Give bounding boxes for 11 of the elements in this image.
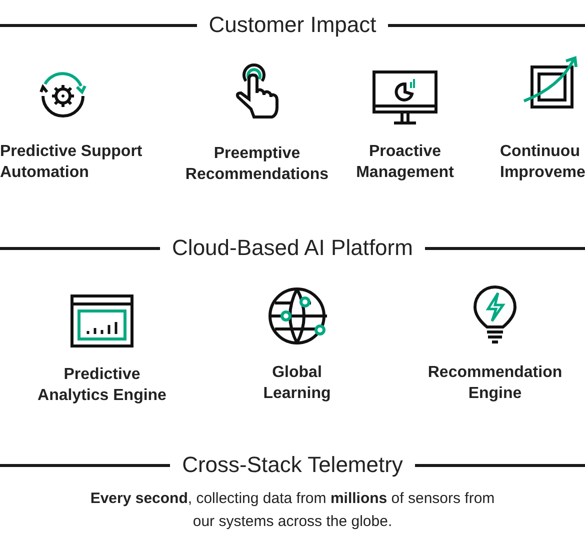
- feature-label: Preemptive Recommendations: [184, 144, 330, 185]
- section-heading: Cross-Stack Telemetry: [182, 452, 403, 478]
- feature-label: Global Learning: [262, 363, 332, 404]
- feature-label: Proactive Management: [355, 142, 455, 183]
- feature-label: Recommendation Engine: [426, 363, 564, 404]
- description-text: Every second, collecting data from millions of sensors from our systems across the globe.: [89, 489, 496, 532]
- section-heading: Cloud-Based AI Platform: [172, 235, 413, 261]
- feature-label: Predictive Support Automation: [0, 142, 144, 183]
- feature-label: Continuou Improveme: [500, 142, 584, 183]
- section-heading: Customer Impact: [208, 12, 376, 38]
- feature-label: Predictive Analytics Engine: [36, 365, 168, 406]
